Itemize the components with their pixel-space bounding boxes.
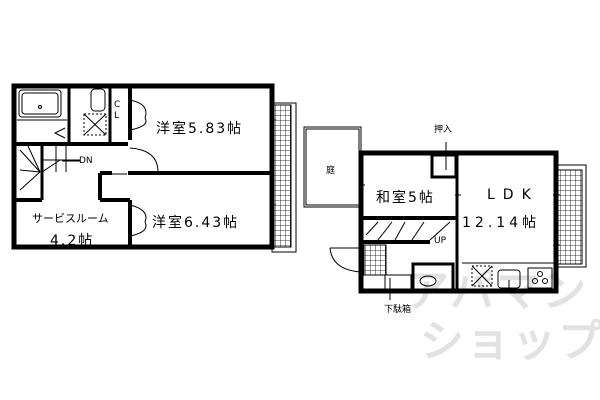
garden-label: 庭 [326,166,336,176]
room-service-label: サービスルーム [32,212,109,225]
room-western-2-label: 洋室6.43帖 [152,215,240,231]
watermark-line2: ショップ [420,316,600,367]
room-service-size: 4.2帖 [50,233,95,249]
room-japanese-label: 和室5帖 [376,190,435,206]
lower-floor [303,126,587,300]
oshiire-label: 押入 [434,125,453,135]
closet-label: CL [114,100,121,121]
upper-floor [11,83,297,253]
room-western-1-label: 洋室5.83帖 [156,121,244,137]
shoe-box-label: 下駄箱 [384,305,412,315]
stairs-up-label: UP [434,236,447,246]
stairs-down-label: DN [79,156,93,166]
room-ldk-size: 12.14帖 [462,215,541,231]
room-ldk-label: LDK [487,187,539,203]
